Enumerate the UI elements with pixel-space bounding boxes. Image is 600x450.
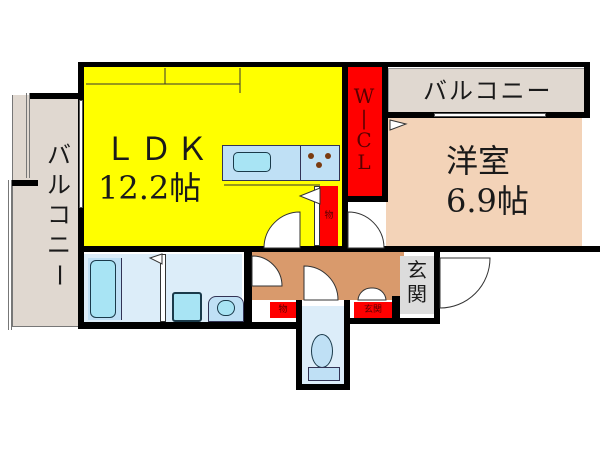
balcony-left: バ ル コ ニ ー <box>12 95 80 327</box>
wall <box>342 62 348 252</box>
balcony-left-wall-step <box>12 180 38 186</box>
balcony-left-wall-top <box>30 93 82 99</box>
wall <box>578 246 582 252</box>
wall <box>382 62 388 202</box>
balcony-left-rail-lower <box>8 180 12 330</box>
balcony-top: バルコニー <box>388 68 588 114</box>
storage-entrance <box>354 302 392 318</box>
room-western <box>386 118 582 252</box>
wall <box>344 300 350 390</box>
storage-kitchen-door <box>314 186 320 246</box>
wall <box>244 252 252 328</box>
wall <box>78 62 590 67</box>
entrance-label: 玄 関 <box>407 258 427 306</box>
balcony-left-label: バ ル コ ニ ー <box>45 141 73 287</box>
storage-kitchen-label: 物 <box>324 211 334 221</box>
western-room-size: 6.9帖 <box>446 182 529 220</box>
ldk-size: 12.2帖 <box>98 169 202 207</box>
kitchen-divider <box>300 145 301 181</box>
toilet-tank-icon <box>308 367 340 381</box>
storage-hall-label: 物 <box>278 305 288 315</box>
wall <box>296 300 302 390</box>
wall <box>82 246 600 252</box>
wall <box>392 296 400 320</box>
wall <box>350 318 440 324</box>
washbasin-icon <box>172 292 202 322</box>
storage-hall <box>270 302 296 318</box>
wall <box>584 62 590 118</box>
storage-kitchen <box>320 186 338 246</box>
washroom-partition <box>160 254 166 322</box>
western-room-name: 洋室 <box>446 142 511 180</box>
wic-label: W | C L <box>353 84 375 174</box>
window-western-balcony <box>434 113 546 117</box>
room-walk-in-closet <box>346 66 382 196</box>
window-ldk-left <box>79 100 83 208</box>
wall <box>78 322 296 329</box>
room-entrance <box>400 256 434 314</box>
balcony-left-rail-upper <box>26 93 30 178</box>
wall <box>342 196 386 202</box>
bathtub-basin-icon <box>90 260 116 318</box>
wall <box>434 252 440 324</box>
wall <box>296 384 350 390</box>
storage-entrance-label: 玄関 <box>363 305 382 315</box>
ldk-name: ＬＤＫ <box>104 130 213 168</box>
balcony-top-label: バルコニー <box>423 77 553 105</box>
kitchen-sink-icon <box>233 152 271 172</box>
washing-machine-drum-icon <box>217 300 235 316</box>
